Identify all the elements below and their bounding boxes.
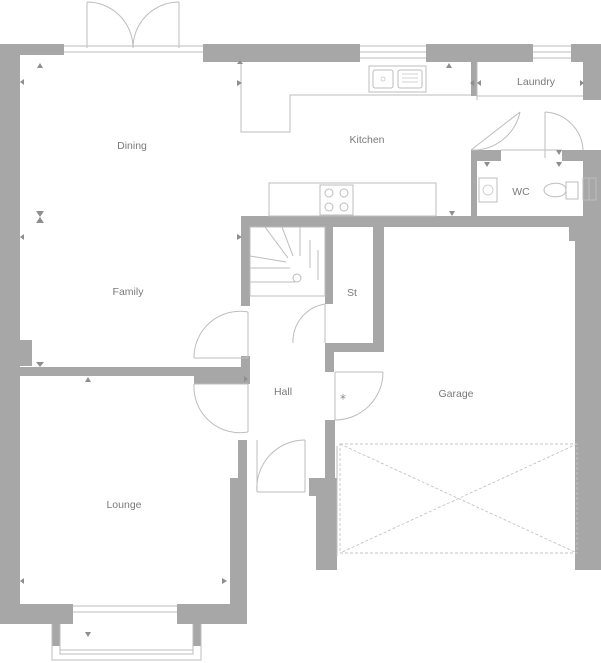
marker-wc-top [484, 162, 490, 167]
wall-lounge-right [230, 478, 247, 624]
marker-kitchen-top-right [446, 63, 452, 68]
asterisk-symbol: * [340, 392, 346, 406]
room-label-wc: WC [512, 186, 530, 198]
room-label-st: St [347, 287, 357, 299]
wall-garage-right-side [575, 227, 601, 570]
toilet-icon [543, 181, 579, 200]
marker-lounge-top [85, 377, 91, 382]
marker-laundry-bottom [556, 150, 562, 155]
wall-hall-entry-right [309, 478, 337, 496]
wall-bottom-left [0, 604, 73, 624]
wall-right-upper [583, 62, 601, 100]
garage-door-icon [336, 443, 578, 556]
bay-stub-right [193, 624, 201, 646]
wall-lounge-hall-stub [194, 376, 248, 384]
wall-laundry-wc-right [562, 150, 601, 161]
marker-kitchen-top-left [237, 60, 243, 64]
wall-laundry-wc [477, 150, 501, 161]
wall-lounge-right-stub [238, 440, 247, 478]
marker-lounge-bottom [85, 632, 91, 637]
marker-family-bottom [36, 362, 44, 367]
walls [0, 44, 601, 646]
marker-dining-left [20, 79, 24, 85]
marker-kitchen-right [470, 80, 474, 86]
marker-lounge-left [20, 578, 24, 584]
room-label-dining: Dining [117, 140, 147, 152]
laundry-door-leaf [470, 111, 521, 151]
room-labels: Dining Kitchen Laundry WC Family St Hall… [106, 76, 555, 511]
wall-left-lower [0, 366, 20, 624]
marker-hall-left [244, 376, 248, 382]
marker-lounge-right [222, 578, 227, 584]
door-swing-icon [193, 303, 384, 493]
french-door-left-arc [86, 1, 134, 49]
marker-wc-top-right [556, 162, 562, 167]
windows [51, 45, 597, 661]
bay-window-outer [51, 624, 202, 661]
wall-right-wc [583, 161, 601, 227]
wall-top-kitchen-laundry [426, 44, 533, 62]
laundry-wc-fixtures [470, 62, 584, 203]
kitchen-fixtures [240, 62, 471, 217]
room-label-lounge: Lounge [106, 499, 141, 511]
marker-dining-top [37, 63, 43, 68]
wall-hall-left-upper [241, 216, 250, 306]
wall-store-bottom-stub [325, 343, 334, 372]
french-door-right-arc [132, 1, 180, 49]
wall-left-pillar [0, 340, 32, 366]
wall-bottom-right [177, 604, 247, 624]
wall-top-right [571, 44, 601, 62]
basin-icon [478, 177, 498, 203]
kitchen-island [268, 182, 437, 217]
wall-store-garage [373, 227, 384, 351]
cooktop-icon [319, 184, 354, 216]
wall-laundry-left [471, 62, 477, 96]
wall-top-dining-kitchen [203, 44, 360, 62]
wall-garage-left-lower [316, 478, 337, 570]
wall-top-left [0, 44, 64, 55]
marker-kitchen-left [237, 80, 242, 86]
wall-left-upper [0, 44, 20, 340]
marker-dining-family-a [36, 211, 44, 217]
wall-store-bottom [325, 343, 384, 352]
wall-hall-left-mid [241, 356, 250, 384]
laundry-ext-door-arc [544, 111, 584, 151]
kitchen-bench-back [240, 62, 471, 133]
staircase-icon [249, 226, 326, 297]
room-label-hall: Hall [274, 386, 292, 398]
marker-laundry-right [580, 80, 584, 86]
marker-dining-family-b [36, 217, 44, 223]
wall-kitchen-hall [241, 216, 601, 227]
sink-icon [368, 65, 427, 93]
french-doors [86, 1, 180, 49]
room-label-garage: Garage [438, 388, 473, 400]
marker-family-left [20, 234, 24, 240]
marker-island [449, 211, 455, 216]
wall-stair-store [325, 227, 333, 304]
marker-family-right [237, 234, 242, 240]
wall-laundry-left-lower [471, 150, 477, 216]
bay-stub-left [52, 624, 60, 646]
wall-garage-left [325, 420, 335, 478]
wall-family-lounge [20, 367, 248, 376]
room-label-kitchen: Kitchen [349, 134, 384, 146]
markers [20, 60, 584, 637]
marker-laundry-left [477, 80, 481, 86]
laundry-door-arc [470, 111, 521, 151]
room-label-family: Family [113, 286, 145, 298]
bay-window-inner [59, 624, 194, 655]
room-label-laundry: Laundry [517, 76, 556, 88]
